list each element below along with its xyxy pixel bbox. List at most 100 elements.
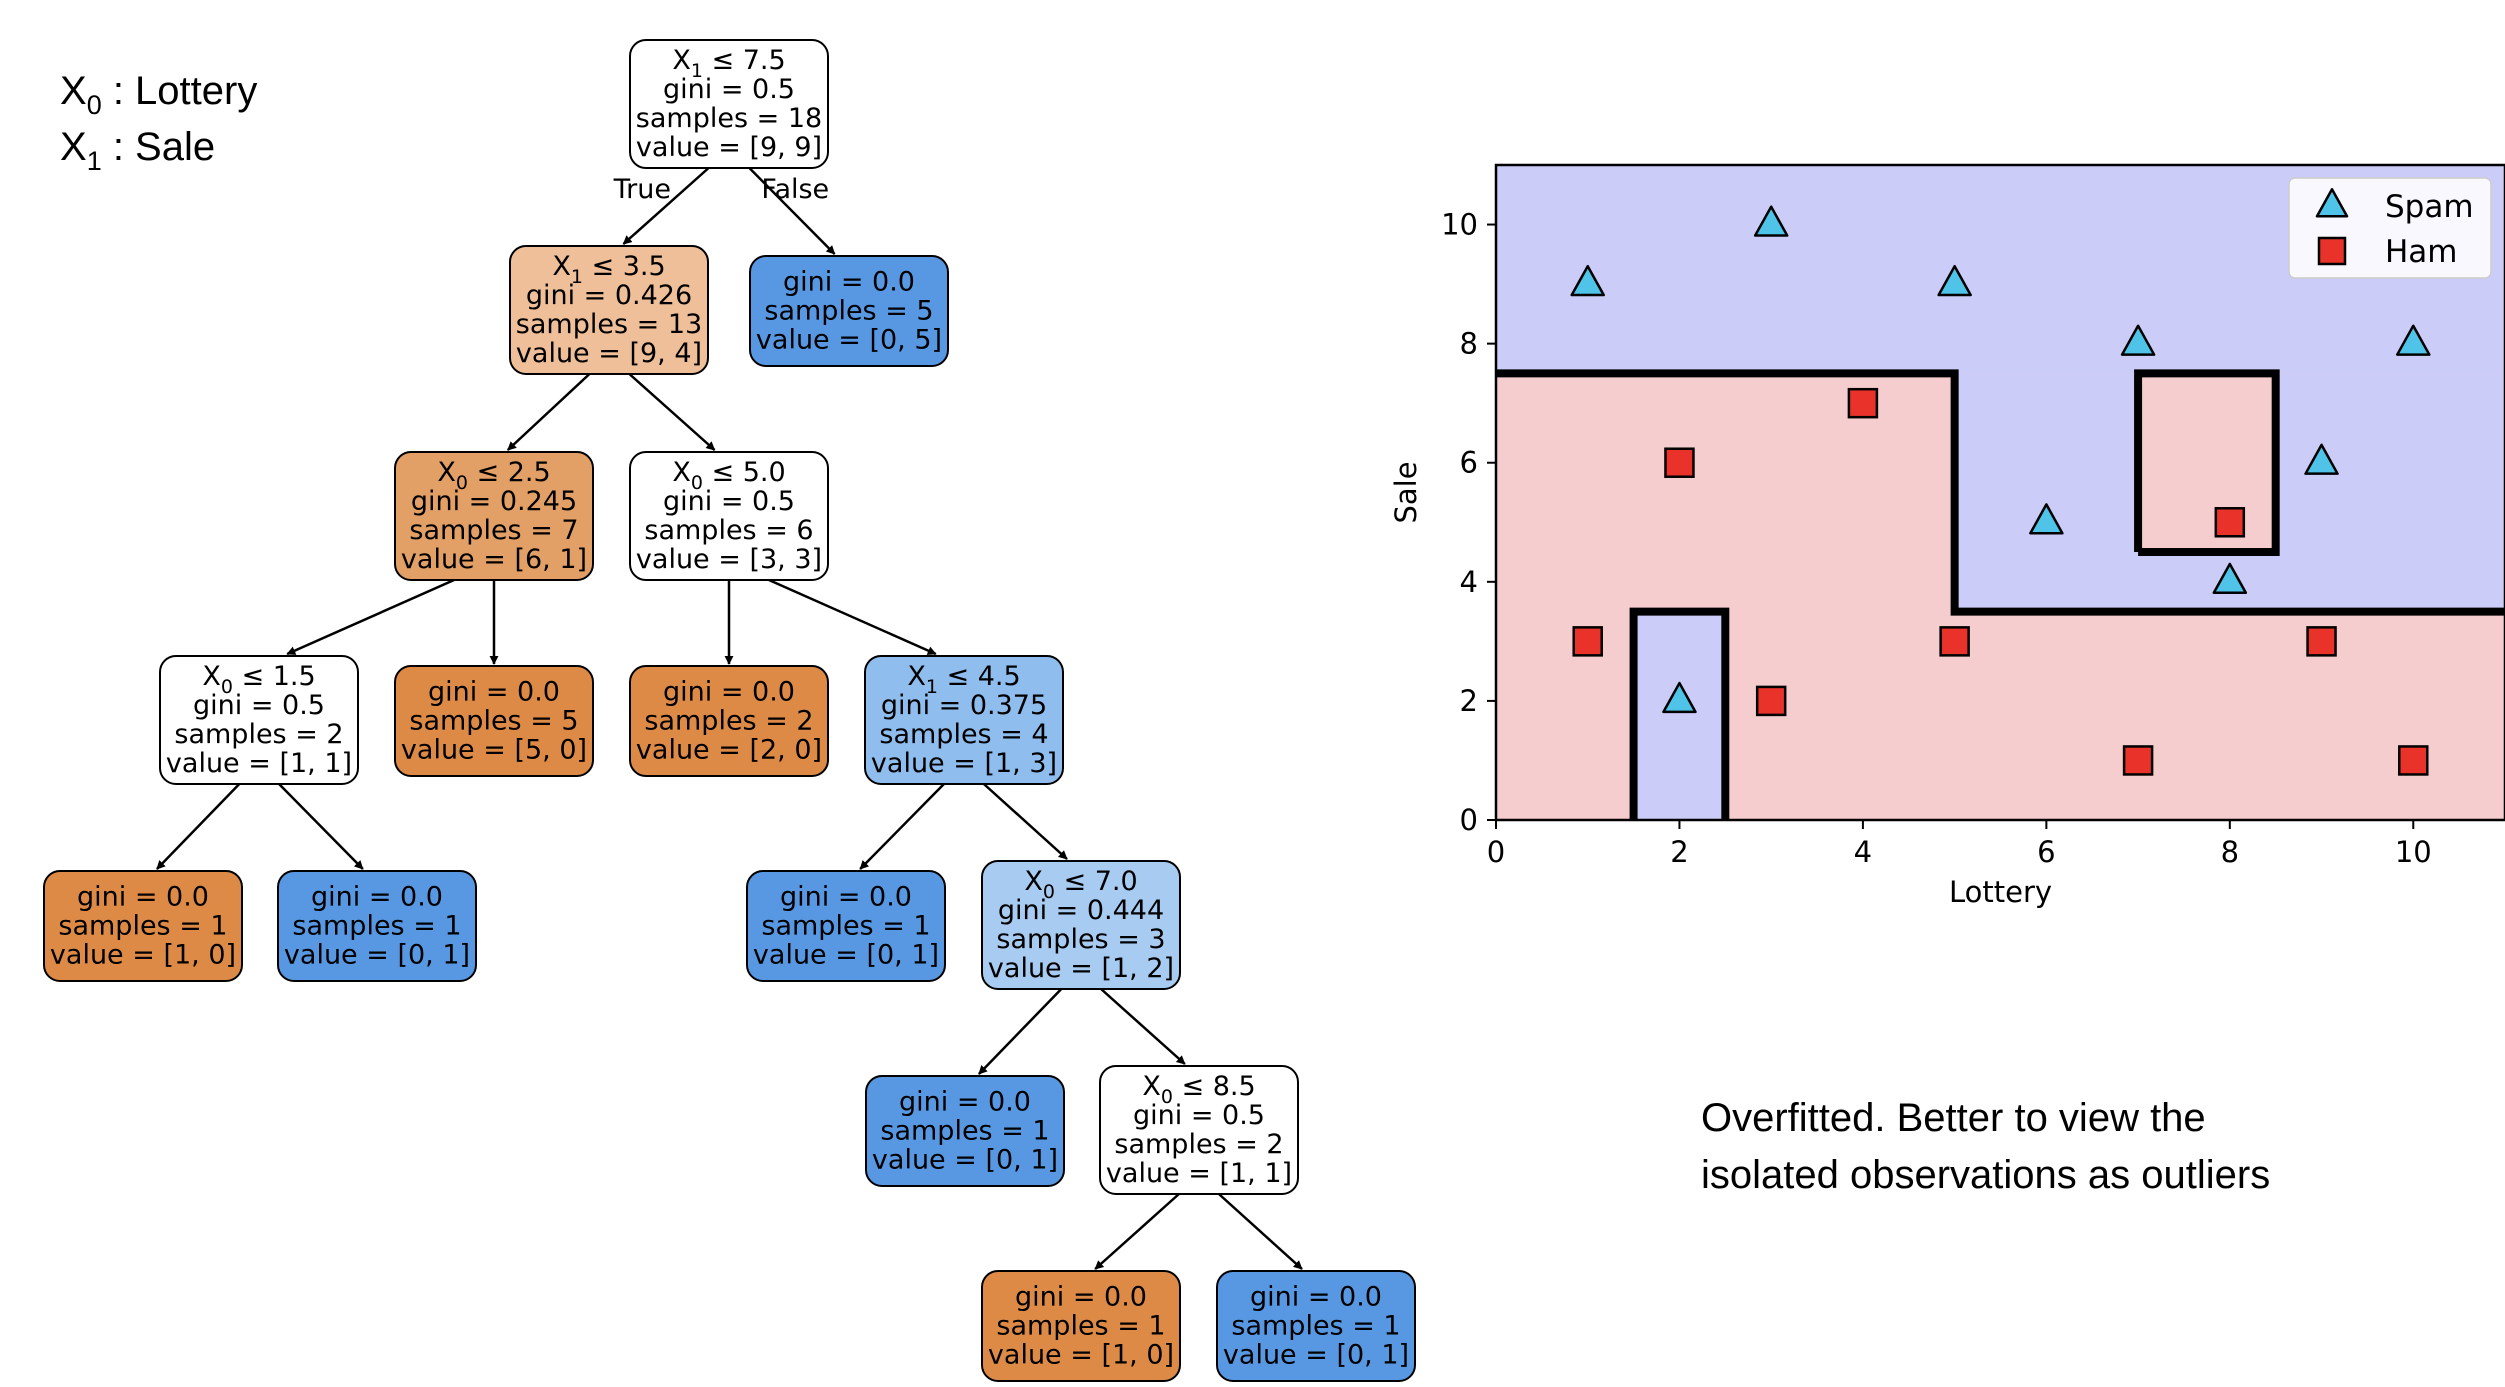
node-stat: gini = 0.0 xyxy=(77,882,209,913)
node-stat: value = [1, 0] xyxy=(988,1340,1174,1371)
node-stat: gini = 0.0 xyxy=(663,677,795,708)
x-tick-label: 2 xyxy=(1670,835,1688,869)
node-stat: value = [0, 5] xyxy=(756,325,942,356)
node-stat: value = [0, 1] xyxy=(872,1145,1058,1176)
node-stat: gini = 0.245 xyxy=(411,486,577,517)
tree-edge xyxy=(628,373,716,451)
note-line-2: isolated observations as outliers xyxy=(1701,1153,2270,1197)
node-stat: samples = 1 xyxy=(292,911,461,942)
node-stat: samples = 6 xyxy=(644,515,813,546)
decision-boundary xyxy=(1629,607,1730,820)
node-stat: samples = 4 xyxy=(879,719,1048,750)
plot-frame xyxy=(1494,163,2505,822)
node-stat: value = [9, 9] xyxy=(636,132,822,163)
spam-point xyxy=(2212,562,2248,595)
variable-legend-x0: X0 : Lottery xyxy=(60,69,257,120)
node-stat: gini = 0.0 xyxy=(428,677,560,708)
tree-edges: True False xyxy=(156,167,1303,1270)
node-stat: value = [1, 1] xyxy=(1106,1158,1292,1189)
split-condition: X0 ≤ 5.0 xyxy=(672,457,785,494)
note-line-1: Overfitted. Better to view the xyxy=(1701,1096,2206,1140)
node-stat: samples = 2 xyxy=(174,719,343,750)
ham-region xyxy=(2138,373,2276,553)
ham-point xyxy=(2122,745,2154,776)
node-stat: samples = 1 xyxy=(761,911,930,942)
tree-edge xyxy=(1218,1193,1303,1270)
y-tick-label: 10 xyxy=(1441,208,1478,242)
node-stat: gini = 0.0 xyxy=(1250,1282,1382,1313)
y-tick-label: 0 xyxy=(1460,803,1478,837)
node-stat: gini = 0.375 xyxy=(881,690,1047,721)
node-stat: samples = 1 xyxy=(1231,1311,1400,1342)
tree-node-box xyxy=(277,870,477,982)
tree-node-box xyxy=(629,39,829,169)
ham-point xyxy=(2214,507,2246,538)
node-stat: value = [9, 4] xyxy=(516,338,702,369)
tree-node-box xyxy=(1216,1270,1416,1382)
tree-node-box xyxy=(43,870,243,982)
node-stat: value = [6, 1] xyxy=(401,544,587,575)
node-stat: gini = 0.0 xyxy=(311,882,443,913)
node-stat: gini = 0.0 xyxy=(1015,1282,1147,1313)
node-stat: samples = 1 xyxy=(996,1311,1165,1342)
node-stat: gini = 0.0 xyxy=(780,882,912,913)
decision-boundary xyxy=(1496,369,2505,616)
tree-edge xyxy=(156,783,241,870)
tree-edge xyxy=(286,578,455,656)
legend-label-spam: Spam xyxy=(2385,189,2474,225)
spam-point xyxy=(2304,443,2339,475)
decision-boundaries xyxy=(1496,369,2505,820)
variable-legend: X0 : Lottery X1 : Sale xyxy=(60,69,257,176)
tree-edge xyxy=(1100,988,1186,1065)
tree-node-box xyxy=(865,1075,1065,1187)
node-stat: value = [0, 1] xyxy=(753,940,939,971)
tree-node-box xyxy=(749,255,949,367)
spam-point xyxy=(1753,205,1789,237)
overfitting-note: Overfitted. Better to view the isolated … xyxy=(1701,1096,2270,1197)
node-stat: gini = 0.444 xyxy=(998,895,1164,926)
node-stat: gini = 0.5 xyxy=(1133,1100,1265,1131)
node-stat: gini = 0.0 xyxy=(899,1087,1031,1118)
edge-label-false: False xyxy=(761,174,829,205)
tree-node-box xyxy=(394,665,594,777)
x-tick-label: 4 xyxy=(1854,835,1872,869)
tree-edge xyxy=(859,783,945,870)
ham-point xyxy=(2306,626,2337,657)
spam-point xyxy=(2029,503,2064,535)
x-tick-label: 10 xyxy=(2395,835,2432,869)
tree-edge xyxy=(983,783,1068,860)
node-stat: gini = 0.0 xyxy=(783,267,915,298)
ham-point xyxy=(1847,387,1879,419)
tree-node-box xyxy=(509,245,709,375)
tree-node-box xyxy=(629,451,829,581)
node-stat: value = [1, 1] xyxy=(166,748,352,779)
tree-edge xyxy=(978,988,1063,1075)
ham-point xyxy=(1664,447,1695,478)
plot-points xyxy=(1570,205,2431,776)
y-tick-label: 2 xyxy=(1460,684,1478,718)
y-tick-label: 6 xyxy=(1460,446,1478,480)
spam-region xyxy=(1633,611,1726,820)
node-stat: samples = 3 xyxy=(996,924,1165,955)
edge-label-true: True xyxy=(613,174,671,205)
node-stat: gini = 0.5 xyxy=(663,486,795,517)
node-stat: value = [1, 3] xyxy=(871,748,1057,779)
y-axis-label: Sale xyxy=(1389,461,1423,523)
node-stat: samples = 2 xyxy=(644,706,813,737)
split-condition: X1 ≤ 4.5 xyxy=(907,661,1020,698)
tree-edge xyxy=(622,167,710,245)
spam-point xyxy=(2120,324,2156,356)
